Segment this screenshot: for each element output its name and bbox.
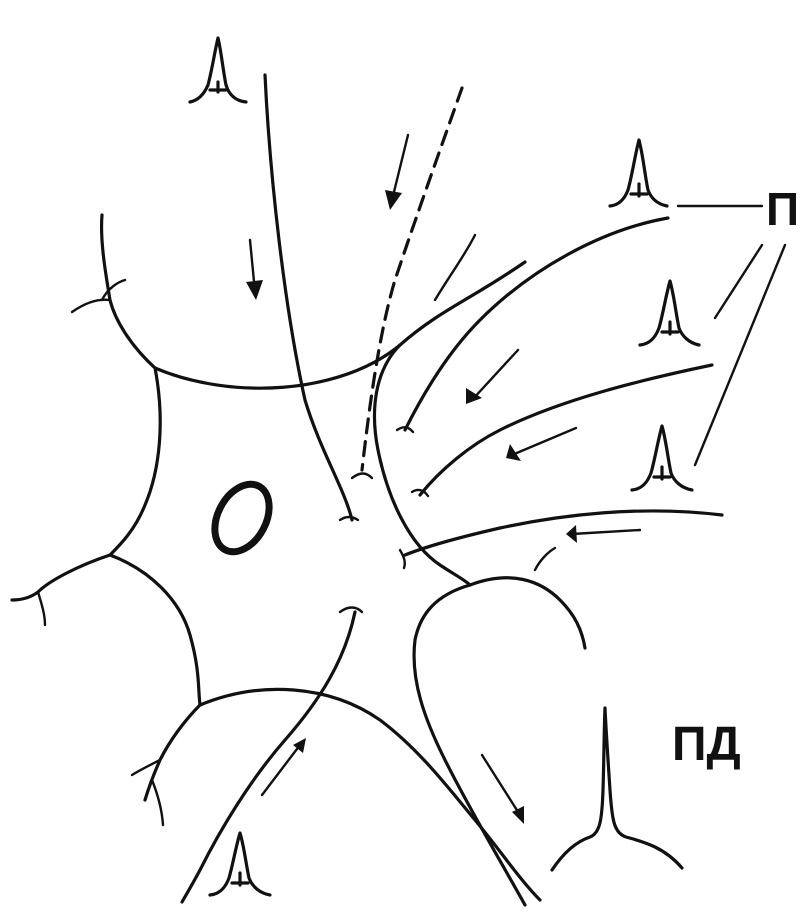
psp-spike-right-1 xyxy=(610,140,667,206)
psp-spike-right-3 xyxy=(632,426,692,490)
label-psp: П xyxy=(766,183,799,235)
label-action-potential: ПД xyxy=(672,718,741,771)
nucleus xyxy=(204,475,280,561)
label-leaders xyxy=(678,206,785,465)
psp-spike-bottom xyxy=(210,833,270,895)
psp-spike-right-2 xyxy=(640,281,699,345)
psp-spike-top xyxy=(190,38,246,102)
direction-arrows xyxy=(246,135,640,824)
action-potential-spike xyxy=(552,708,682,870)
soma-outline xyxy=(12,215,585,905)
